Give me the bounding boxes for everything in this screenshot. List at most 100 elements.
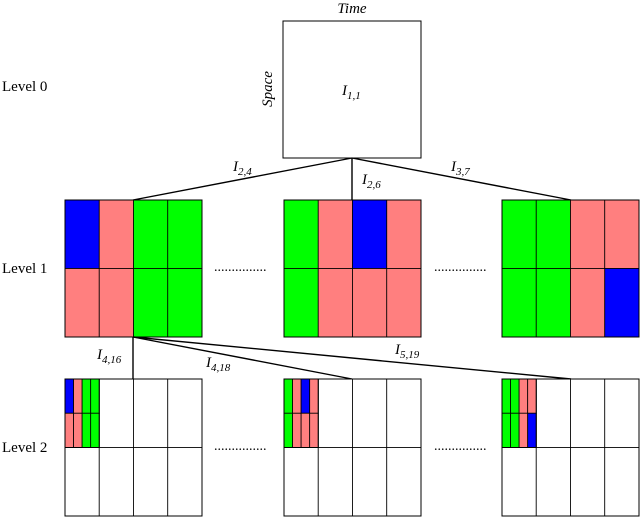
level1-grid-right-cell-r0-c1 [535, 199, 571, 269]
level1-grid-left-cell-r0-c2 [133, 199, 169, 269]
level1-grid-middle [283, 199, 422, 338]
level1-grid-left-cell-r0-c1 [98, 199, 134, 269]
edge-label-l1-left: I2,4 [232, 159, 252, 178]
level2-grid-left-outer-cell-r1-c0 [64, 447, 100, 517]
level2-grid-left-sub-border [64, 378, 100, 448]
level2-grid-middle-sub-cell-r0-c3 [309, 378, 319, 414]
level2-grid-right-outer-cell-r1-c1 [535, 447, 571, 517]
level2-grid-middle-subgrid [283, 378, 319, 448]
level2-grid-right-sub-cell-r1-c2 [518, 412, 529, 448]
edge-label-l2-left: I4,16 [96, 347, 122, 366]
level1-grid-left-cell-r0-c3 [167, 199, 203, 269]
level2-grid-middle-sub-cell-r1-c3 [309, 412, 319, 448]
level2-grid-middle-sub-cell-r1-c0 [283, 412, 293, 448]
level2-grid-left-outer-cell-r1-c1 [98, 447, 134, 517]
time-axis-label: Time [337, 1, 367, 17]
edge-label-l2-middle: I4,18 [205, 355, 231, 374]
level2-grid-left-outer-cell-r0-c3 [167, 378, 203, 448]
edge-root-to-l1-left [132, 157, 353, 201]
level2-grid-left-outer-cell-r1-c2 [133, 447, 169, 517]
level2-grid-left [64, 378, 203, 517]
level2-grid-right-outer-cell-r0-c2 [570, 378, 606, 448]
level1-grid-right [501, 199, 640, 338]
level2-grid-right-sub-cell-r1-c1 [510, 412, 520, 448]
edge-l1-to-l2-middle [132, 336, 353, 380]
level2-grid-right-outer-cell-r0-c3 [604, 378, 640, 448]
level2-grid-left-sub-cell-r1-c0 [64, 412, 74, 448]
level2-grid-middle [283, 378, 422, 517]
level1-grid-right-cell-r0-c3 [604, 199, 640, 269]
root-interval-label: I1,1 [341, 83, 361, 102]
level1-grid-left [64, 199, 203, 338]
level2-grid-middle-outer-cell-r0-c2 [352, 378, 388, 448]
level2-grid-middle-sub-cell-r0-c0 [283, 378, 293, 414]
level2-grid-left-sub-cell-r1-c1 [73, 412, 83, 448]
level1-grid-right-cell-r0-c2 [570, 199, 606, 269]
level2-grid-right-sub-cell-r0-c2 [518, 378, 529, 414]
level2-grid-middle-sub-cell-r0-c1 [292, 378, 302, 414]
level1-grid-right-border [501, 199, 640, 338]
level2-grid-middle-sub-cell-r0-c2 [300, 378, 311, 414]
level2-grid-middle-outer-cell-r1-c1 [317, 447, 353, 517]
level1-grid-middle-cell-r1-c0 [283, 268, 319, 338]
level1-grid-middle-cell-r0-c3 [386, 199, 422, 269]
root-interval-box [282, 20, 422, 159]
level2-grid-middle-outer-cell-r0-c3 [386, 378, 422, 448]
level2-grid-middle-outer-cell-r1-c2 [352, 447, 388, 517]
level2-grid-right-sub-cell-r0-c1 [510, 378, 520, 414]
level2-grid-right-outer-cell-r1-c2 [570, 447, 606, 517]
ellipsis-level1-right: ............... [434, 260, 487, 275]
level2-grid-left-outer-cell-r0-c2 [133, 378, 169, 448]
level1-grid-middle-cell-r1-c2 [352, 268, 388, 338]
level2-grid-right-outer-cell-r0-c1 [535, 378, 571, 448]
edge-l1-to-l2-right [132, 336, 572, 380]
level2-grid-right-sub-border [501, 378, 537, 448]
level1-grid-middle-cell-r0-c0 [283, 199, 319, 269]
level1-grid-middle-border [283, 199, 422, 338]
level2-grid-right-sub-cell-r1-c0 [501, 412, 511, 448]
level1-grid-right-cell-r1-c0 [501, 268, 537, 338]
level2-grid-middle-outer-cell-r1-c0 [283, 447, 319, 517]
level1-grid-left-cell-r1-c0 [64, 268, 100, 338]
level2-grid-left-sub-cell-r0-c0 [64, 378, 74, 414]
level1-grid-right-cell-r1-c1 [535, 268, 571, 338]
level2-grid-right-sub-cell-r1-c3 [527, 412, 537, 448]
edge-label-l2-right: I5,19 [394, 342, 420, 361]
level2-grid-right-outer-cell-r1-c3 [604, 447, 640, 517]
level2-grid-middle-outer-cell-r0-c1 [317, 378, 353, 448]
level2-grid-right [501, 378, 640, 517]
level1-grid-left-cell-r1-c3 [167, 268, 203, 338]
level1-grid-left-cell-r1-c1 [98, 268, 134, 338]
level1-grid-middle-cell-r1-c3 [386, 268, 422, 338]
level2-grid-middle-sub-cell-r1-c1 [292, 412, 302, 448]
level2-grid-left-sub-cell-r0-c2 [81, 378, 92, 414]
edge-label-l1-right: I3,7 [450, 159, 470, 178]
level1-grid-right-cell-r1-c3 [604, 268, 640, 338]
edge-root-to-l1-right [351, 157, 572, 201]
level1-grid-middle-cell-r1-c1 [317, 268, 353, 338]
level2-grid-left-outer-cell-r0-c1 [98, 378, 134, 448]
edge-label-l1-middle: I2,6 [361, 172, 381, 191]
level-1-label: Level 1 [2, 261, 47, 277]
level2-grid-left-sub-cell-r0-c3 [90, 378, 100, 414]
level1-grid-middle-cell-r0-c1 [317, 199, 353, 269]
space-axis-label: Space [260, 71, 276, 107]
level2-grid-left-sub-cell-r0-c1 [73, 378, 83, 414]
level2-grid-left-sub-cell-r1-c3 [90, 412, 100, 448]
ellipsis-level2-left: ............... [214, 439, 267, 454]
level2-grid-middle-outer-cell-r1-c3 [386, 447, 422, 517]
level-2-label: Level 2 [2, 440, 47, 456]
level2-grid-left-subgrid [64, 378, 100, 448]
level2-grid-middle-sub-cell-r1-c2 [300, 412, 311, 448]
level1-grid-right-cell-r0-c0 [501, 199, 537, 269]
level1-grid-left-cell-r0-c0 [64, 199, 100, 269]
ellipsis-level1-left: ............... [214, 260, 267, 275]
level1-grid-right-cell-r1-c2 [570, 268, 606, 338]
level2-grid-right-sub-cell-r0-c0 [501, 378, 511, 414]
level2-grid-middle-sub-border [283, 378, 319, 448]
level2-grid-left-outer-cell-r1-c3 [167, 447, 203, 517]
level2-grid-right-subgrid [501, 378, 537, 448]
level2-grid-right-outer-cell-r1-c0 [501, 447, 537, 517]
level-0-label: Level 0 [2, 79, 47, 95]
